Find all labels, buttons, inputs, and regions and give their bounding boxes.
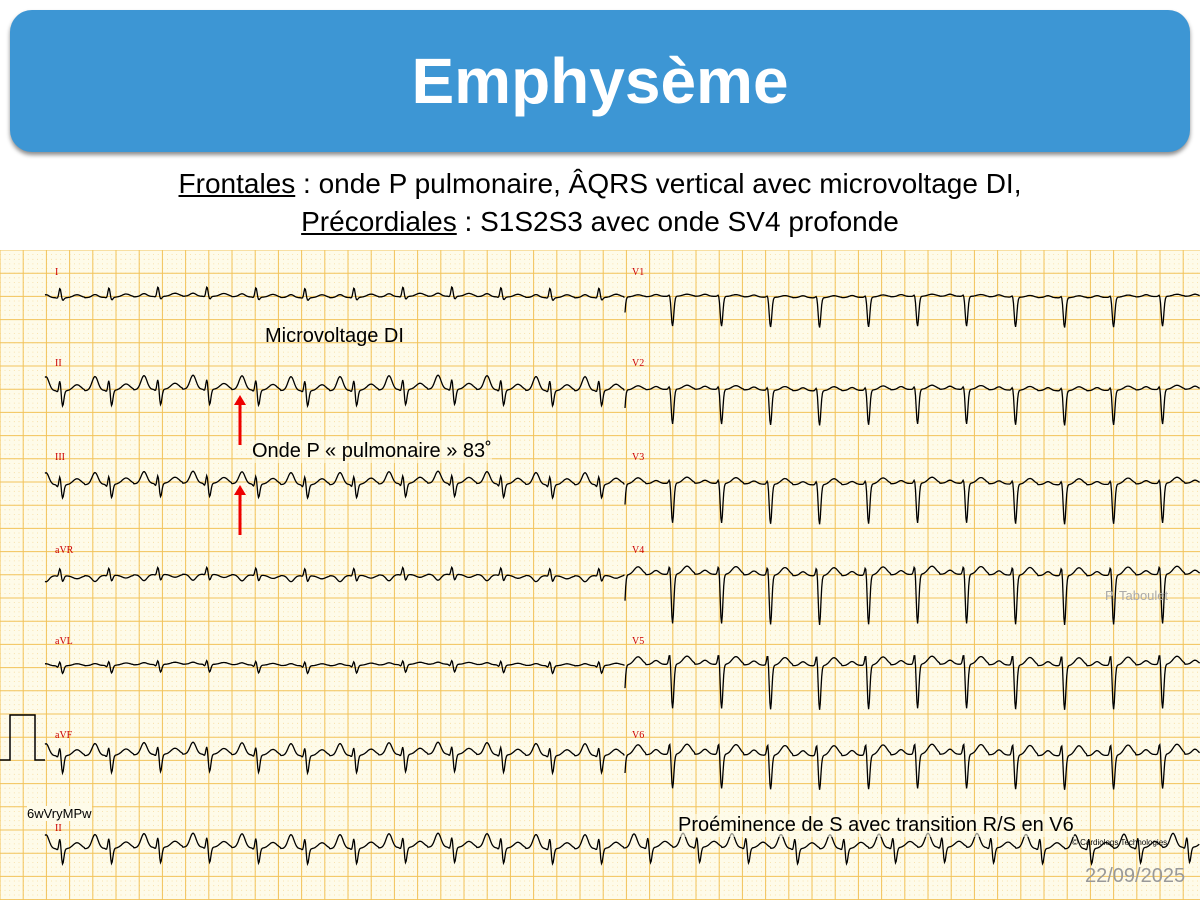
microvoltage-annotation: Microvoltage DI <box>265 325 404 347</box>
lead-label-II: II <box>55 358 62 369</box>
ecg-trace-left-II <box>44 832 1200 867</box>
lead-label-I: I <box>55 267 59 278</box>
p-wave-annotation: Onde P « pulmonaire » 83˚ <box>252 440 492 463</box>
subtitle-precordiales-label: Précordiales <box>301 206 457 237</box>
lead-label-III: III <box>55 452 65 463</box>
lead-label-V6: V6 <box>632 730 645 741</box>
lead-label-V4: V4 <box>632 545 645 556</box>
precordial-annotation: Proéminence de S avec transition R/S en … <box>678 814 1074 837</box>
ecg-trace-left-III <box>44 470 625 500</box>
ecg-trace-V4 <box>624 565 1200 625</box>
ecg-trace-V6 <box>624 742 1200 790</box>
ecg-trace-V5 <box>624 654 1200 710</box>
subtitle-line-1: Frontales : onde P pulmonaire, ÂQRS vert… <box>0 168 1200 200</box>
lead-label-aVF: aVF <box>55 730 73 741</box>
subtitle-frontales-text: : onde P pulmonaire, ÂQRS vertical avec … <box>295 168 1022 199</box>
lead-label-aVR: aVR <box>55 545 74 556</box>
author-credit: P. Taboulet <box>1105 588 1169 603</box>
ecg-trace-left-aVL <box>44 659 625 675</box>
lead-label-aVL: aVL <box>55 636 73 647</box>
p-wave-arrowhead-1 <box>234 395 246 405</box>
lead-label-V1: V1 <box>632 267 645 278</box>
lead-label-V5: V5 <box>632 636 645 647</box>
lead-label-V3: V3 <box>632 452 645 463</box>
ecg-trace-left-I <box>44 285 625 301</box>
date: 22/09/2025 <box>1085 865 1186 887</box>
subtitle-precordiales-text: : S1S2S3 avec onde SV4 profonde <box>456 206 899 237</box>
subtitle-line-2: Précordiales : S1S2S3 avec onde SV4 prof… <box>0 206 1200 238</box>
ecg-trace-V3 <box>624 476 1200 525</box>
title-bar: Emphysème <box>10 10 1190 152</box>
lead-label-V2: V2 <box>632 358 645 369</box>
subtitle-frontales-label: Frontales <box>178 168 296 199</box>
tracing-code: 6wVryMPw <box>27 806 92 821</box>
copyright: © Cardiologs Technologies <box>1072 838 1168 847</box>
lead-label-rhythm-II: II <box>55 823 62 834</box>
ecg-tracing: I II III aVR aVL aVF II V1 V2 V3 V4 V5 V… <box>0 250 1200 900</box>
ecg-trace-V1 <box>624 293 1200 328</box>
ecg-trace-left-II <box>44 374 625 409</box>
ecg-trace-left-aVF <box>44 741 625 776</box>
ecg-grid <box>0 250 1200 900</box>
ecg-trace-left-aVR <box>44 565 625 583</box>
slide-title: Emphysème <box>411 45 789 117</box>
ecg-trace-V2 <box>624 384 1200 426</box>
p-wave-arrowhead-2 <box>234 485 246 495</box>
calibration-pulse <box>0 714 45 761</box>
